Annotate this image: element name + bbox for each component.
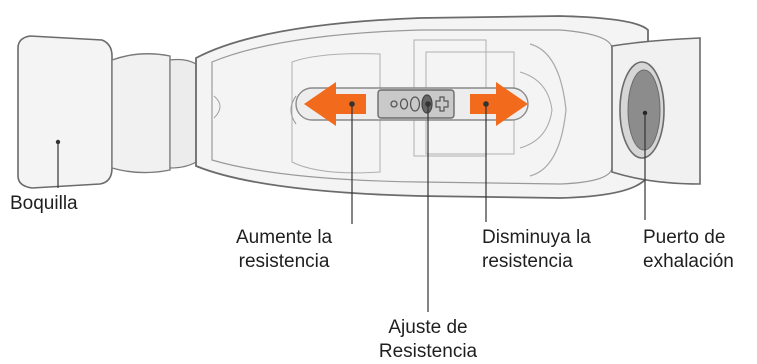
plus-icon xyxy=(435,96,449,112)
mouthpiece-part xyxy=(17,35,197,189)
resistance-dial-icon xyxy=(377,89,455,119)
increase-resistance-label: Aumente la resistencia xyxy=(236,227,333,272)
decrease-resistance-label: Disminuya la resistencia xyxy=(482,227,591,272)
exhalation-port-label: Puerto de exhalación xyxy=(643,227,734,272)
exhalation-port-part xyxy=(611,37,701,185)
left-arrow-icon xyxy=(304,82,366,126)
mouthpiece-label: Boquilla xyxy=(10,193,78,214)
leader-lines xyxy=(57,101,646,312)
resistance-adjust-label: Ajuste de Resistencia xyxy=(378,317,478,362)
right-arrow-icon xyxy=(470,82,528,126)
